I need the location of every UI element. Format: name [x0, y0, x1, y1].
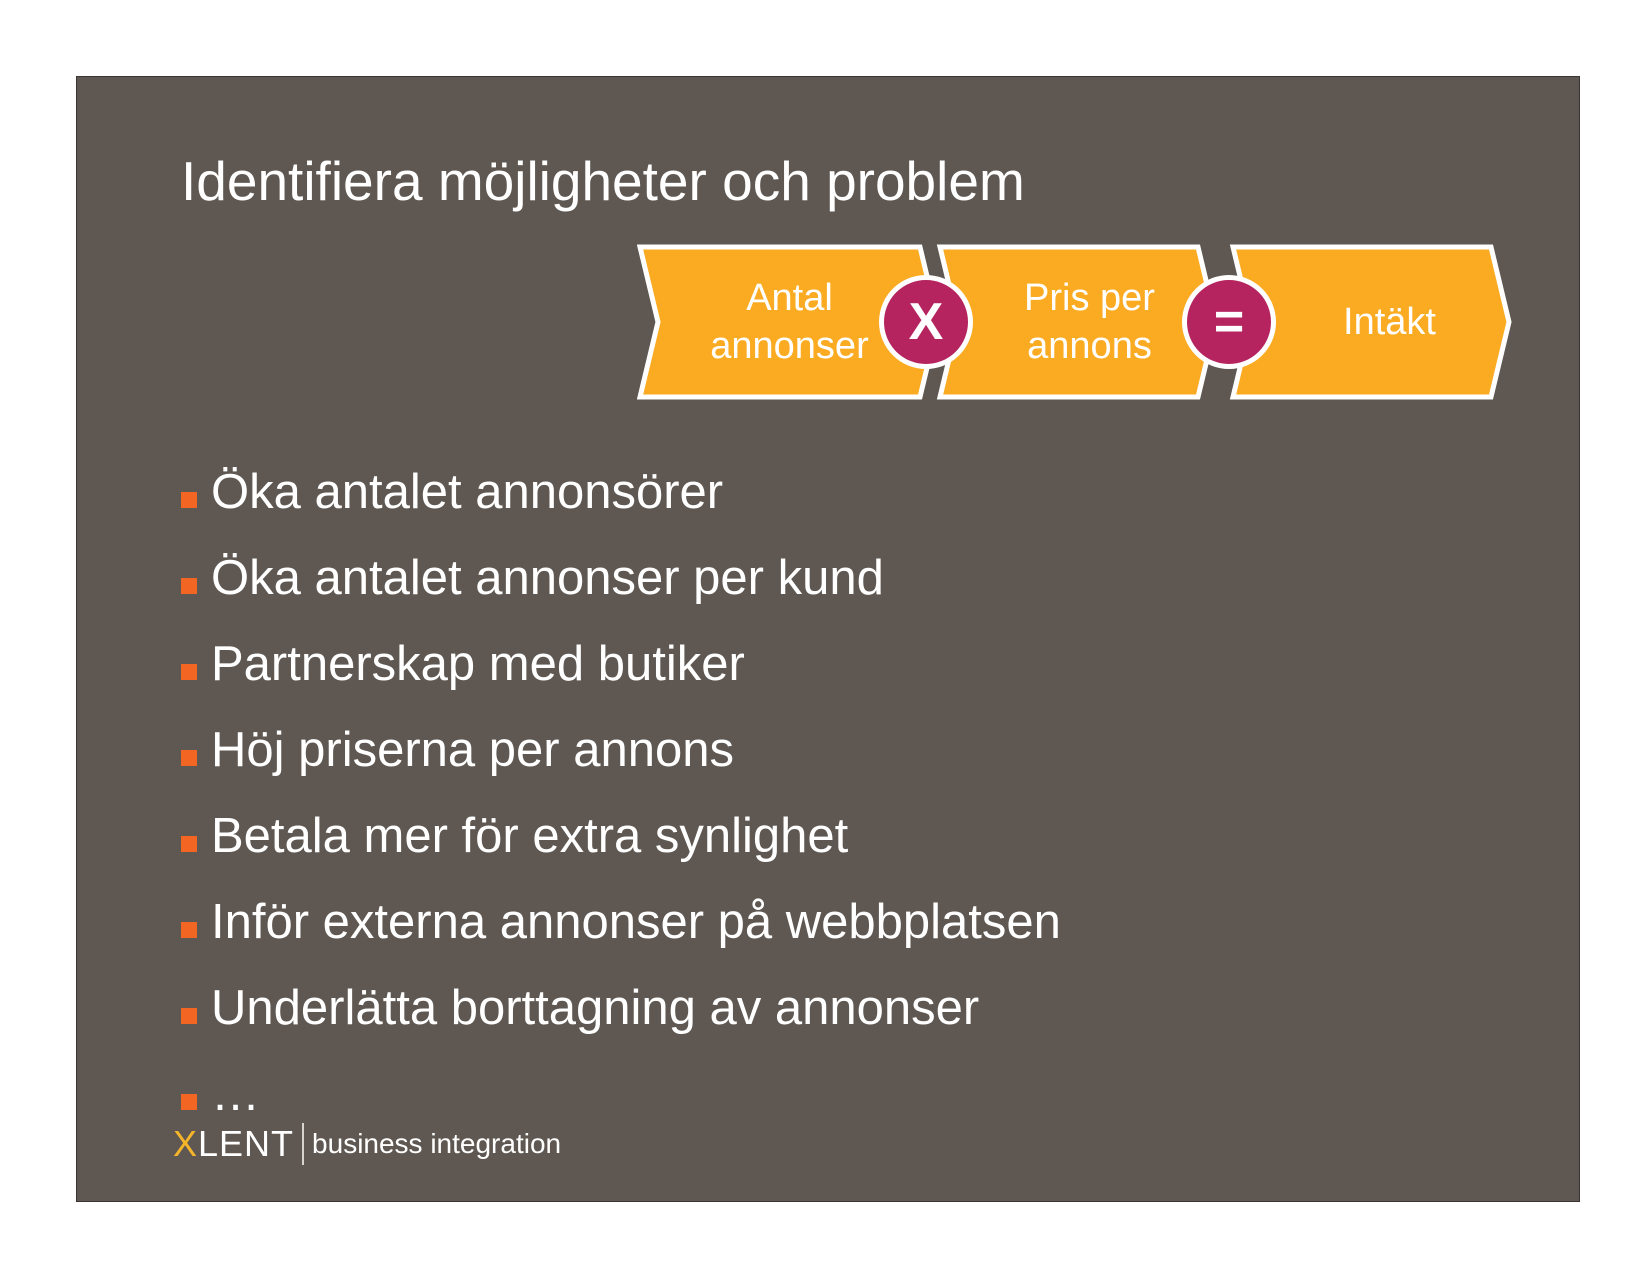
formula-term-line: annons — [1027, 325, 1152, 367]
logo-wordmark-rest: LENT — [198, 1123, 295, 1164]
square-bullet-icon — [181, 492, 197, 508]
bullet-list: Öka antalet annonsörer Öka antalet annon… — [181, 449, 1061, 1137]
square-bullet-icon — [181, 1008, 197, 1024]
bullet-item: Underlätta borttagning av annonser — [181, 965, 1061, 1051]
bullet-text: Betala mer för extra synlighet — [211, 809, 849, 863]
square-bullet-icon — [181, 1094, 197, 1110]
square-bullet-icon — [181, 922, 197, 938]
formula-term-line: Pris per — [1024, 277, 1155, 319]
formula-term-line: Intäkt — [1343, 301, 1436, 343]
revenue-formula: Antal annonser Pris per annons Intäkt X … — [637, 237, 1537, 407]
bullet-item: Öka antalet annonsörer — [181, 449, 1061, 535]
slide-title: Identifiera möjligheter och problem — [181, 150, 1025, 212]
logo-wordmark: XLENT — [173, 1123, 294, 1165]
equals-operator-icon: = — [1182, 275, 1276, 369]
square-bullet-icon — [181, 664, 197, 680]
formula-term-line: annonser — [710, 325, 869, 367]
bullet-item: Öka antalet annonser per kund — [181, 535, 1061, 621]
chevron-antal-annonser — [637, 244, 941, 400]
square-bullet-icon — [181, 750, 197, 766]
formula-term-intakt: Intäkt — [1277, 247, 1502, 397]
formula-term-line: Antal — [746, 277, 833, 319]
bullet-text: Partnerskap med butiker — [211, 637, 745, 691]
bullet-item: Höj priserna per annons — [181, 707, 1061, 793]
bullet-text: Öka antalet annonsörer — [211, 465, 724, 519]
formula-term-antal-annonser: Antal annonser — [667, 247, 912, 397]
square-bullet-icon — [181, 578, 197, 594]
bullet-item: Betala mer för extra synlighet — [181, 793, 1061, 879]
bullet-text: Underlätta borttagning av annonser — [211, 981, 980, 1035]
square-bullet-icon — [181, 836, 197, 852]
bullet-text: Öka antalet annonser per kund — [211, 551, 884, 605]
logo-divider — [302, 1123, 305, 1165]
bullet-text: Höj priserna per annons — [211, 723, 734, 777]
logo-tagline: business integration — [312, 1128, 562, 1159]
bullet-text: … — [211, 1067, 260, 1121]
bullet-text: Inför externa annonser på webbplatsen — [211, 895, 1061, 949]
xlent-logo: XLENT business integration — [173, 1122, 561, 1166]
logo-wordmark-initial: X — [173, 1123, 199, 1164]
slide: Identifiera möjligheter och problem Anta… — [76, 76, 1580, 1202]
bullet-item: Inför externa annonser på webbplatsen — [181, 879, 1061, 965]
bullet-item: … — [181, 1051, 1061, 1137]
bullet-item: Partnerskap med butiker — [181, 621, 1061, 707]
formula-term-pris-per-annons: Pris per annons — [977, 247, 1202, 397]
multiply-operator-icon: X — [879, 275, 973, 369]
